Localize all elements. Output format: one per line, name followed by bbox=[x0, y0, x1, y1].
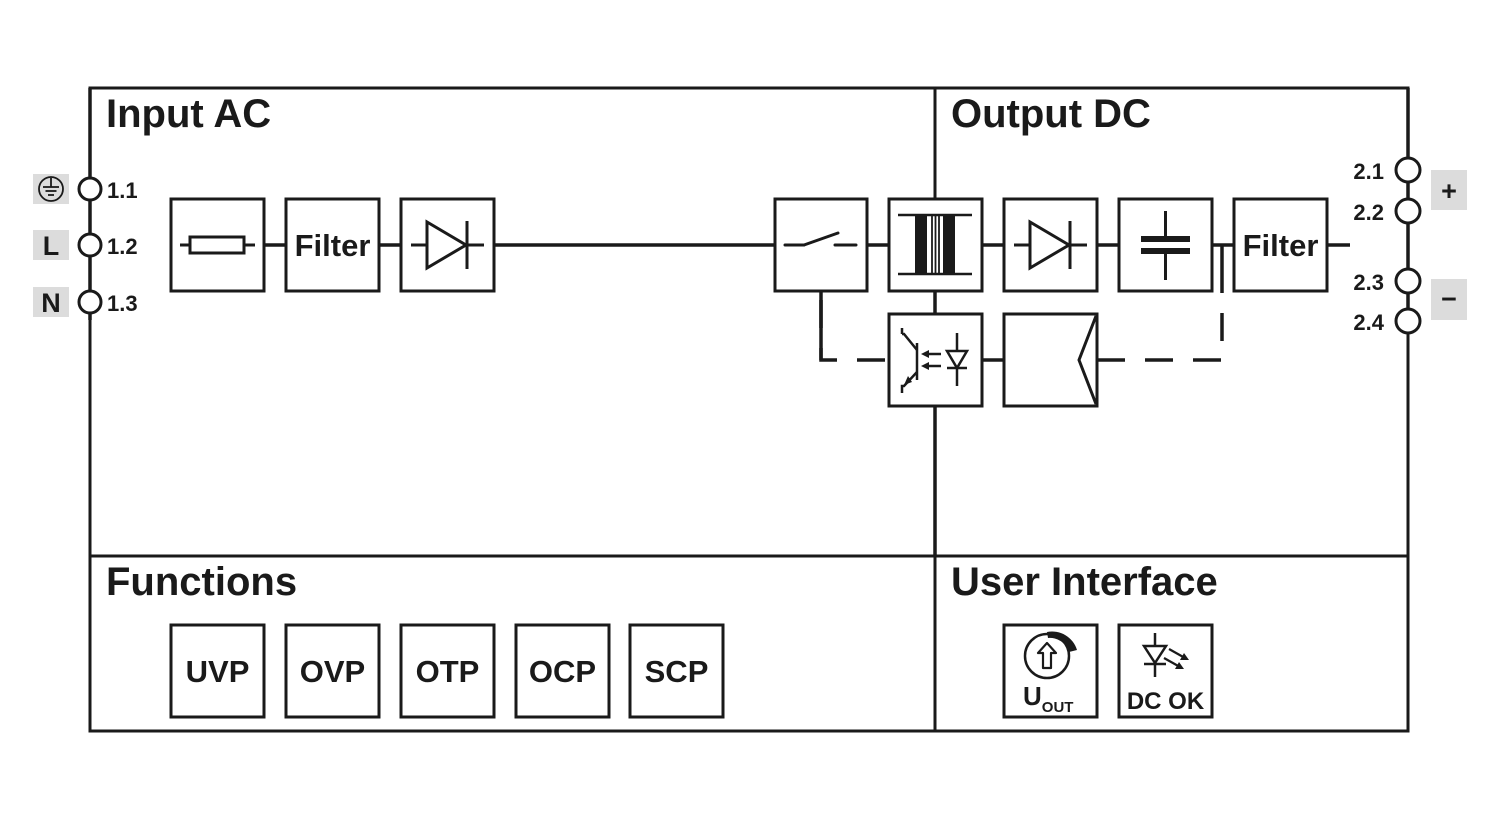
function-scp: SCP bbox=[628, 623, 725, 719]
function-ocp: OCP bbox=[514, 623, 611, 719]
badge-bg bbox=[33, 230, 69, 260]
line-badge: L bbox=[43, 231, 60, 261]
input-terminal-strip: 1.1 L 1.2 N 1.3 bbox=[33, 88, 138, 320]
input-filter-block: Filter bbox=[284, 197, 381, 293]
user-interface-items: UOUT DC OK bbox=[1002, 623, 1214, 719]
function-label: OCP bbox=[529, 654, 596, 689]
function-label: OTP bbox=[416, 654, 480, 689]
terminal-circle bbox=[77, 232, 103, 258]
output-terminal-2-4[interactable]: 2.4 bbox=[1353, 307, 1422, 335]
capacitor-icon bbox=[1141, 211, 1190, 280]
terminal-circle bbox=[1394, 156, 1422, 184]
terminal-label: 1.1 bbox=[107, 178, 138, 203]
input-terminal-1-2[interactable]: L 1.2 bbox=[33, 230, 138, 261]
input-terminal-1-3[interactable]: N 1.3 bbox=[33, 287, 138, 318]
output-filter-block: Filter bbox=[1232, 197, 1329, 293]
output-terminal-2-3[interactable]: 2.3 bbox=[1353, 267, 1422, 295]
rectifier-diode-icon bbox=[411, 219, 484, 271]
transformer-block bbox=[887, 197, 984, 293]
input-terminal-1-1[interactable]: 1.1 bbox=[33, 174, 138, 204]
output-voltage-potentiometer[interactable]: UOUT bbox=[1002, 623, 1099, 719]
output-terminal-2-2[interactable]: 2.2 bbox=[1353, 197, 1422, 225]
neutral-badge: N bbox=[41, 288, 61, 318]
plus-badge: + bbox=[1431, 170, 1467, 210]
function-label: UVP bbox=[186, 654, 250, 689]
section-title-functions: Functions bbox=[106, 560, 297, 604]
terminal-circle bbox=[1394, 307, 1422, 335]
output-filter-label: Filter bbox=[1243, 228, 1319, 263]
terminal-label: 2.1 bbox=[1353, 159, 1384, 184]
terminal-label: 2.3 bbox=[1353, 270, 1384, 295]
input-filter-label: Filter bbox=[295, 228, 371, 263]
switch-icon bbox=[783, 231, 858, 247]
minus-badge: − bbox=[1431, 279, 1467, 320]
terminal-label: 1.3 bbox=[107, 291, 138, 316]
section-title-input: Input AC bbox=[106, 92, 271, 136]
section-title-user-interface: User Interface bbox=[951, 560, 1218, 604]
optocoupler-icon bbox=[900, 328, 970, 393]
output-terminal-strip: 2.1 2.2 2.3 2.4 + − bbox=[1353, 88, 1467, 335]
potentiometer-icon bbox=[1023, 631, 1077, 680]
ground-icon bbox=[38, 176, 64, 202]
badge-bg bbox=[33, 287, 69, 317]
controller-block bbox=[1002, 312, 1099, 408]
output-diode-block bbox=[1002, 197, 1099, 293]
rectifier-block bbox=[399, 197, 496, 293]
terminal-label: 1.2 bbox=[107, 234, 138, 259]
function-label: SCP bbox=[645, 654, 709, 689]
function-ovp: OVP bbox=[284, 623, 381, 719]
section-title-output: Output DC bbox=[951, 92, 1151, 136]
terminal-circle bbox=[1394, 197, 1422, 225]
optocoupler-block bbox=[887, 312, 984, 408]
uout-label: UOUT bbox=[1023, 681, 1073, 716]
functions-list: UVP OVP OTP OCP SCP bbox=[169, 623, 725, 719]
minus-label: − bbox=[1441, 284, 1457, 314]
function-otp: OTP bbox=[399, 623, 496, 719]
terminal-label: 2.4 bbox=[1353, 310, 1384, 335]
terminal-label: 2.2 bbox=[1353, 200, 1384, 225]
feedback-path bbox=[819, 278, 1224, 362]
terminal-circle bbox=[1394, 267, 1422, 295]
fuse-icon bbox=[180, 235, 255, 255]
diagram-frame bbox=[88, 86, 1410, 733]
switch-block bbox=[773, 197, 869, 293]
output-terminal-2-1[interactable]: 2.1 bbox=[1353, 156, 1422, 184]
function-uvp: UVP bbox=[169, 623, 266, 719]
terminal-circle bbox=[77, 176, 103, 202]
terminal-circle bbox=[77, 289, 103, 315]
diode-icon bbox=[1014, 219, 1087, 271]
controller-icon bbox=[1077, 315, 1098, 405]
led-icon bbox=[1141, 633, 1189, 677]
function-label: OVP bbox=[300, 654, 365, 689]
fuse-block bbox=[169, 197, 266, 293]
plus-label: + bbox=[1441, 176, 1457, 206]
dc-ok-indicator: DC OK bbox=[1117, 623, 1214, 719]
dc-ok-label: DC OK bbox=[1127, 688, 1205, 715]
capacitor-block bbox=[1117, 197, 1214, 293]
transformer-icon bbox=[898, 213, 972, 276]
